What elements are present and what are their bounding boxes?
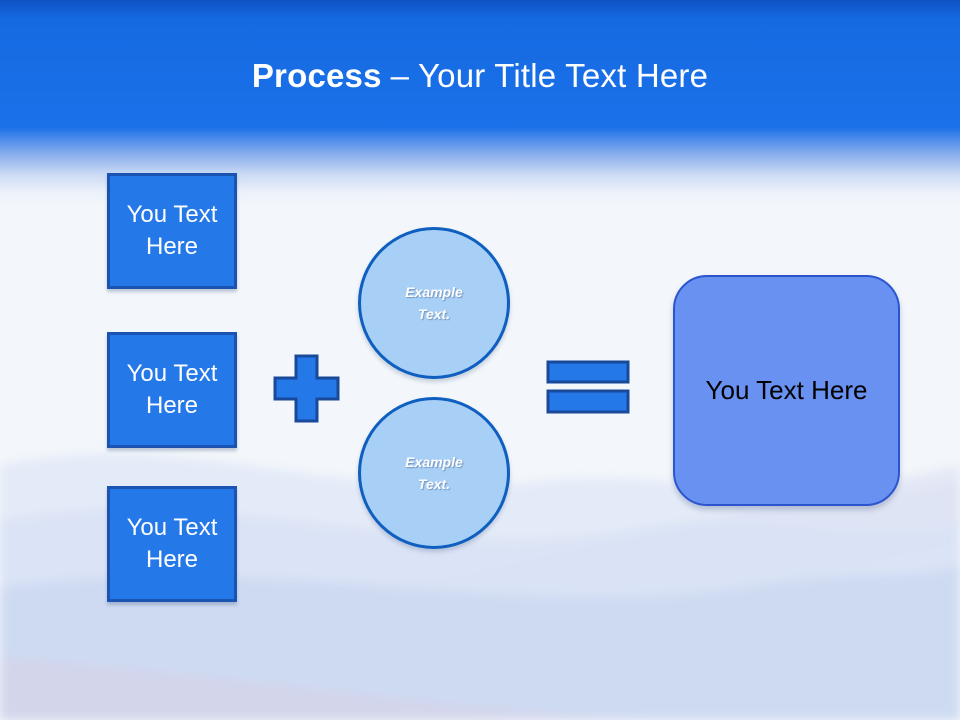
- page-title-bold: Process: [251, 57, 382, 94]
- example-circle-1: Example Text.: [358, 227, 510, 379]
- input-box-3: You Text Here: [107, 486, 237, 602]
- input-box-label: You Text Here: [126, 360, 218, 419]
- result-box: You Text Here: [673, 275, 900, 506]
- input-box-label: You Text Here: [126, 201, 218, 260]
- example-circle-2: Example Text.: [358, 397, 510, 549]
- example-circle-label: Example Text.: [405, 283, 463, 322]
- header-band: Process– Your Title Text Here: [0, 0, 960, 205]
- example-circle-label: Example Text.: [405, 453, 463, 492]
- equals-icon: [546, 360, 630, 414]
- page-title: Process– Your Title Text Here: [0, 57, 960, 95]
- result-box-label: You Text Here: [705, 375, 868, 405]
- input-box-label: You Text Here: [126, 514, 218, 573]
- plus-icon: [273, 354, 340, 423]
- input-box-2: You Text Here: [107, 332, 237, 448]
- page-title-rest: – Your Title Text Here: [390, 57, 709, 94]
- input-box-1: You Text Here: [107, 173, 237, 289]
